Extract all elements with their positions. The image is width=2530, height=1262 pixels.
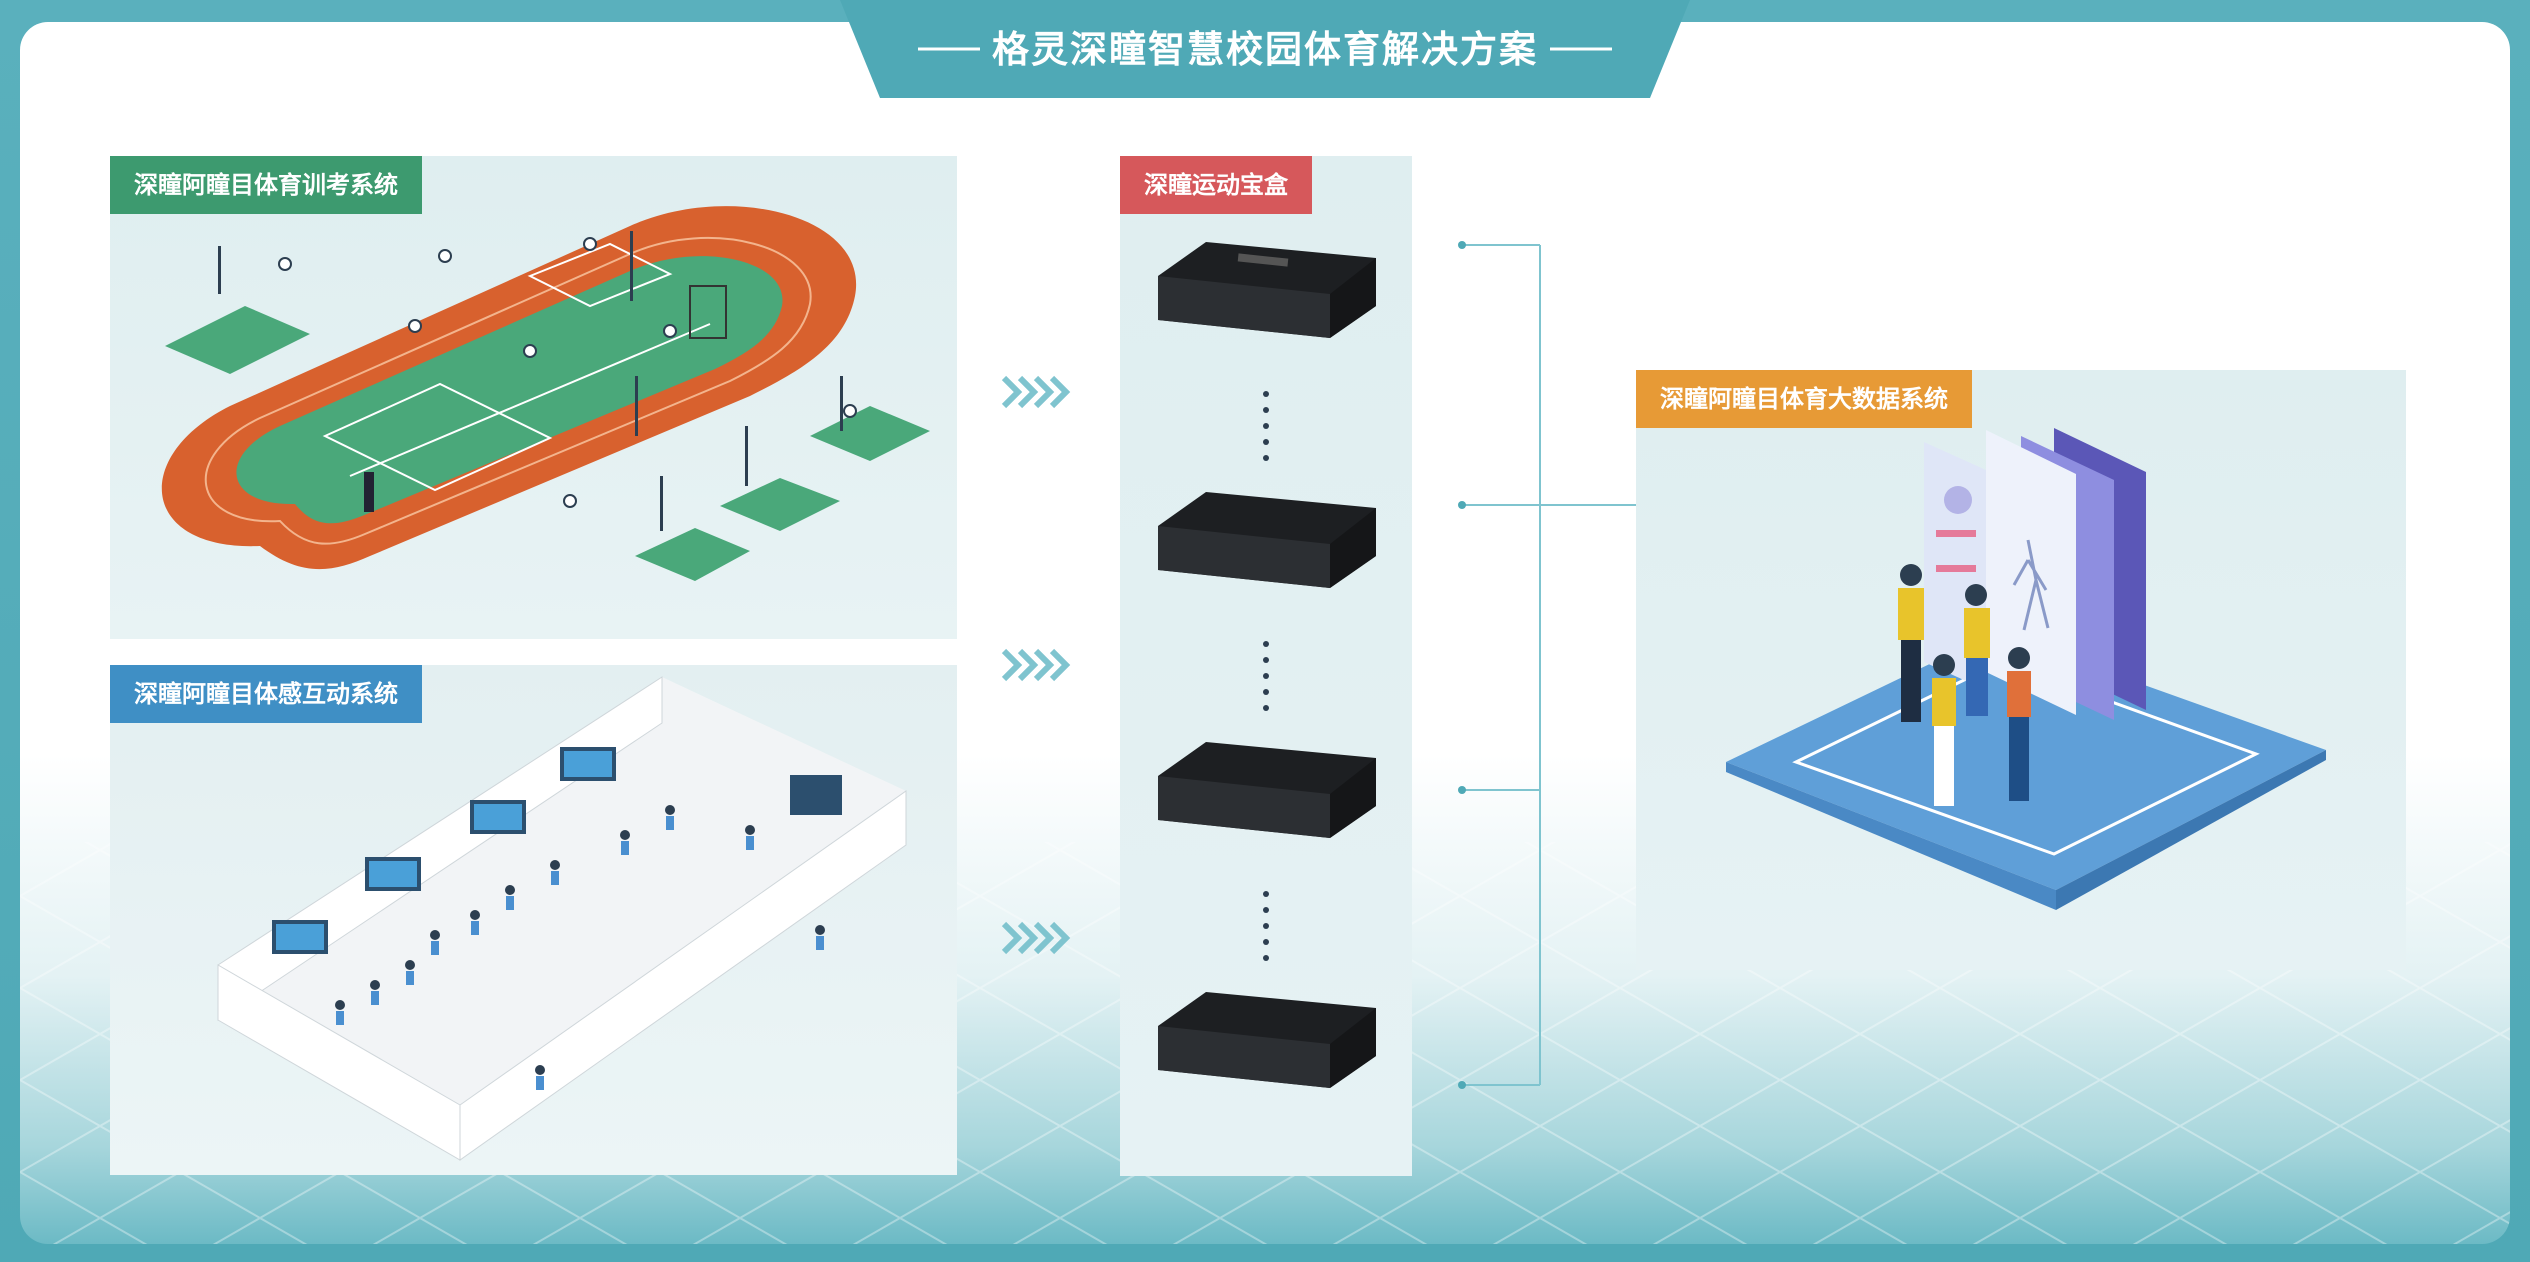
- sports-field-illustration: [161, 206, 930, 581]
- device-unit: [1158, 242, 1376, 338]
- box-label: 深瞳运动宝盒: [1120, 156, 1312, 214]
- title-tab: 格灵深瞳智慧校园体育解决方案: [840, 0, 1690, 98]
- title-tab-shape: [840, 0, 1690, 98]
- page-title: 格灵深瞳智慧校园体育解决方案: [992, 28, 1538, 71]
- device-unit: [1158, 492, 1376, 588]
- chevron-arrow-icon: [1001, 921, 1071, 955]
- interactive-label: 深瞳阿瞳目体感互动系统: [110, 665, 422, 723]
- bigdata-label: 深瞳阿瞳目体育大数据系统: [1636, 370, 1972, 428]
- bigdata-illustration: [1726, 428, 2326, 910]
- training-label: 深瞳阿瞳目体育训考系统: [110, 156, 422, 214]
- device-unit: [1158, 992, 1376, 1088]
- device-stack: [1158, 242, 1376, 1088]
- person-figures: [1898, 564, 2031, 806]
- bigdata-panel: 深瞳阿瞳目体育大数据系统: [1636, 370, 2406, 970]
- training-panel: 深瞳阿瞳目体育训考系统: [110, 156, 957, 639]
- chevron-arrow-icon: [1001, 648, 1071, 682]
- gym-room-illustration: [217, 676, 907, 1161]
- chevron-arrow-icon: [1001, 375, 1071, 409]
- box-panel: 深瞳运动宝盒: [1120, 156, 1412, 1176]
- interactive-panel: 深瞳阿瞳目体感互动系统: [110, 665, 957, 1175]
- device-unit: [1158, 742, 1376, 838]
- ellipsis-dots: [1263, 391, 1269, 961]
